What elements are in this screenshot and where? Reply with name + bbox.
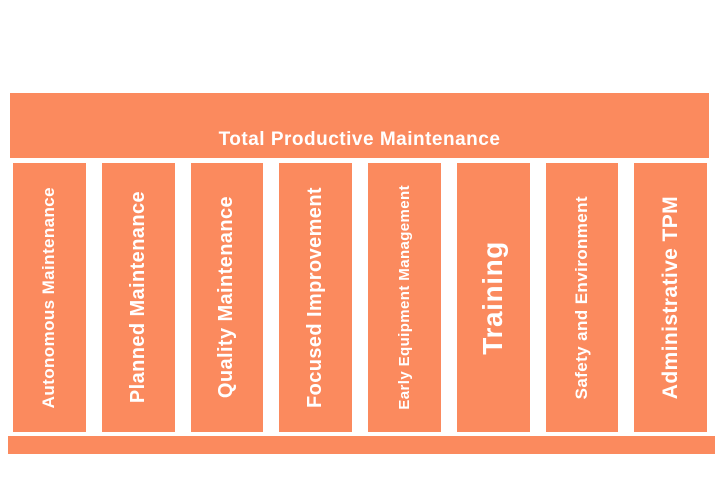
pillar-label: Administrative TPM [658,195,682,400]
pillar-label: Training [477,240,509,355]
pillar-focused-improvement: Focused Improvement [279,163,352,432]
diagram-title: Total Productive Maintenance [218,129,501,150]
pillar-label: Focused Improvement [304,187,327,408]
pillar-early-equipment-management: Early Equipment Management [368,163,441,432]
pillar-quality-maintenance: Quality Maintenance [190,163,264,432]
pillar-label: Autonomous Maintenance [39,186,59,409]
pillar-label: Quality Maintenance [215,196,238,399]
pillar-administrative-tpm: Administrative TPM [634,163,707,432]
pillar-label: Planned Maintenance [126,191,149,404]
pillar-autonomous-maintenance: Autonomous Maintenance [13,163,86,432]
pillar-planned-maintenance: Planned Maintenance [101,163,175,432]
pillar-training: Training [456,163,530,432]
pillar-label: Early Equipment Management [395,185,413,410]
base-bar [8,436,715,454]
roof-bar: Total Productive Maintenance [10,93,709,158]
pillar-label: Safety and Environment [571,195,591,400]
pillar-safety-and-environment: Safety and Environment [545,163,619,432]
pillar-row: Autonomous Maintenance Planned Maintenan… [13,163,707,432]
